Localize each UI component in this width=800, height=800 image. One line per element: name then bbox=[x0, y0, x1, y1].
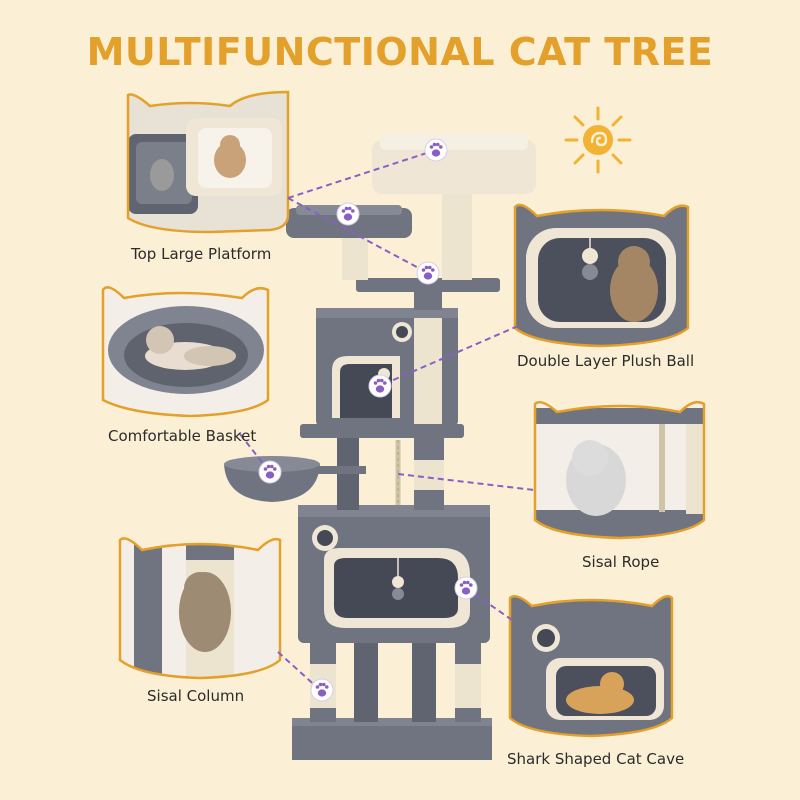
caption-sisal-rope: Sisal Rope bbox=[582, 553, 660, 571]
caption-comfortable-basket: Comfortable Basket bbox=[108, 427, 257, 445]
photo-frame-sisal-rope bbox=[533, 401, 706, 540]
photo-frame-basket bbox=[101, 286, 270, 418]
sun-icon bbox=[564, 106, 632, 174]
cat-tree bbox=[224, 134, 536, 760]
page-title: MULTIFUNCTIONAL CAT TREE bbox=[86, 30, 714, 74]
connector-top-platform-1 bbox=[287, 149, 437, 199]
caption-top-large-platform: Top Large Platform bbox=[131, 245, 272, 263]
caption-sisal-column: Sisal Column bbox=[147, 687, 245, 705]
paw-icon bbox=[416, 261, 440, 285]
connector-lines bbox=[239, 149, 535, 691]
connector-plush-ball bbox=[383, 325, 519, 385]
connector-top-platform-2 bbox=[287, 197, 427, 273]
top-large-platform bbox=[372, 140, 536, 194]
caption-double-layer-plush-ball: Double Layer Plush Ball bbox=[517, 352, 695, 370]
connector-basket bbox=[239, 433, 269, 471]
paw-icon bbox=[454, 576, 478, 600]
paw-icon bbox=[310, 678, 334, 702]
paw-icon bbox=[336, 202, 360, 226]
photo-frame-sisal-column bbox=[118, 537, 282, 680]
paw-icon bbox=[258, 460, 282, 484]
photo-frame-top-platform bbox=[126, 90, 290, 234]
caption-shark-shaped-cat-cave: Shark Shaped Cat Cave bbox=[507, 750, 685, 768]
photo-frame-plush-ball bbox=[513, 203, 690, 348]
photo-frame-shark-cave bbox=[508, 595, 674, 738]
connector-sisal-rope bbox=[397, 473, 535, 491]
paw-icon bbox=[424, 138, 448, 162]
paw-icon bbox=[368, 374, 392, 398]
